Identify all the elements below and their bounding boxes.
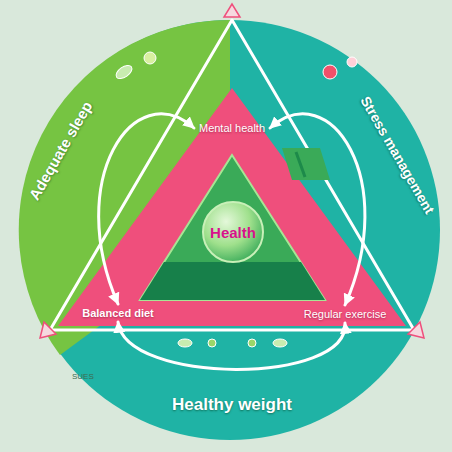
regular-exercise-node: Regular exercise bbox=[300, 305, 391, 323]
stripe-line bbox=[296, 152, 305, 177]
vertex-marker bbox=[40, 322, 56, 338]
green-stripe bbox=[282, 148, 330, 180]
veg-icon bbox=[178, 339, 192, 347]
apple-icon bbox=[323, 65, 337, 79]
center-label: Health bbox=[210, 224, 256, 241]
cycle-arrow bbox=[270, 114, 365, 305]
vertex-marker bbox=[408, 322, 424, 338]
node-label: Balanced diet bbox=[82, 307, 154, 319]
veg-icon bbox=[208, 339, 216, 347]
leaf-icon bbox=[114, 63, 134, 82]
outer-triangle bbox=[50, 20, 414, 330]
small-note: SUES bbox=[72, 372, 94, 381]
health-circle: Health bbox=[202, 201, 264, 263]
cycle-arrow bbox=[118, 322, 345, 369]
arrow-label: Healthy weight bbox=[172, 395, 292, 415]
balanced-diet-node: Balanced diet bbox=[78, 304, 158, 322]
pink-triangle bbox=[58, 88, 406, 326]
fruit-icon bbox=[347, 57, 357, 67]
cycle-arrow bbox=[99, 114, 194, 304]
inner-band bbox=[140, 262, 325, 300]
inner-triangle bbox=[140, 155, 325, 300]
mental-health-node: Mental health bbox=[194, 119, 270, 137]
veg-icon bbox=[248, 339, 256, 347]
lime-icon bbox=[144, 52, 156, 64]
node-label: Regular exercise bbox=[304, 308, 387, 320]
node-label: Mental health bbox=[199, 122, 265, 134]
vertex-marker bbox=[224, 4, 240, 17]
veg-icon bbox=[273, 339, 287, 347]
